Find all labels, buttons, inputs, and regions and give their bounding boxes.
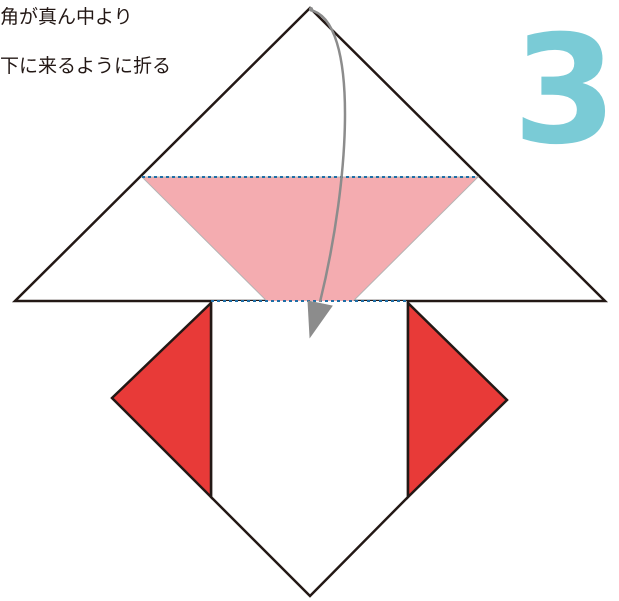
paper-lower-body (211, 301, 408, 596)
instruction-line-2: 下に来るように折る (0, 55, 172, 77)
instruction-line-1: 角が真ん中より (0, 6, 133, 28)
step-number: 3 (512, 4, 617, 178)
red-left-flap (110, 300, 213, 501)
fold-arrow-curve (309, 8, 347, 303)
fold-arrow-start (309, 7, 313, 11)
fold-arrow-head (307, 300, 333, 339)
red-right-flap (406, 300, 509, 500)
